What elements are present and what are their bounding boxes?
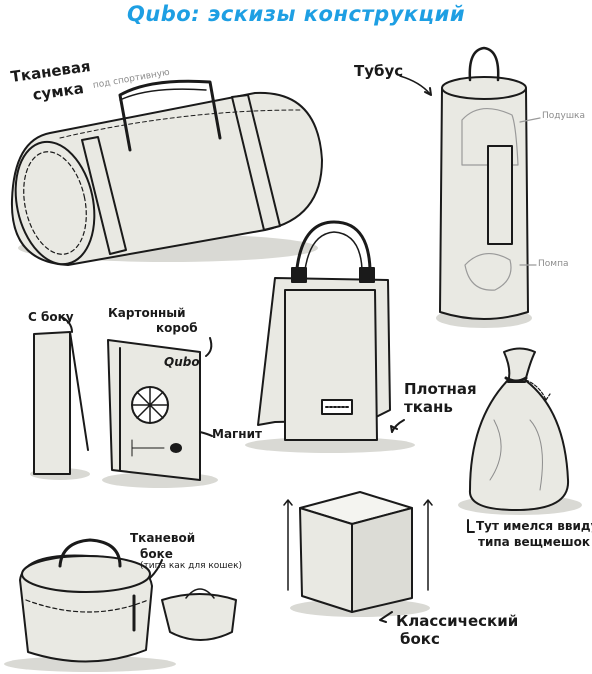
cardboard-box-drawing: [102, 337, 218, 488]
duffel-bag-drawing: [10, 79, 323, 266]
tube-pillow-label: Подушка: [542, 111, 586, 121]
tube-label: Тубус: [354, 62, 404, 80]
side-view-drawing: [30, 315, 90, 480]
classic-box-label-line2: бокс: [400, 630, 440, 648]
dense-fabric-label-line2: ткань: [404, 398, 453, 416]
magnet-label: Магнит: [212, 427, 262, 441]
fabric-carrier-drawing: [4, 538, 237, 672]
classic-box-label-line1: Классический: [396, 612, 519, 630]
dense-fabric-bag-drawing: [245, 220, 415, 453]
page-title: Qubo: эскизы конструкций: [126, 2, 466, 26]
sack-drawing: [458, 347, 582, 533]
dense-fabric-label-line1: Плотная: [404, 380, 477, 398]
tube-pompom-label: Помпа: [538, 259, 569, 269]
fabric-box-label-line1: Тканевой: [130, 531, 196, 545]
sack-label-line1: Тут имелся ввиду: [476, 519, 592, 533]
fabric-box-note: (типа как для кошек): [140, 561, 243, 571]
cardboard-label-line2: короб: [156, 321, 198, 335]
cardboard-label-line1: Картонный: [108, 306, 186, 320]
fabric-box-label-line2: боке: [140, 547, 173, 561]
classic-box-drawing: [283, 491, 433, 623]
cardboard-logo: Qubo: [164, 355, 200, 369]
side-view-label: С боку: [28, 310, 74, 324]
sack-label-line2: типа вещмешок: [478, 535, 591, 549]
tube-drawing: [399, 46, 541, 328]
